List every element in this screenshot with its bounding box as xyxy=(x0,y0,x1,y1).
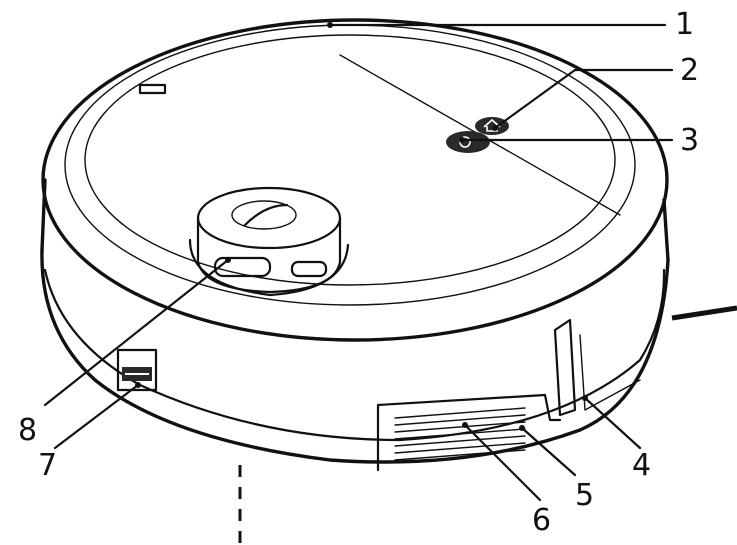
side-brush xyxy=(671,305,737,321)
leader-4 xyxy=(583,396,642,450)
dustbin-door xyxy=(376,393,562,472)
control-buttons xyxy=(446,117,509,153)
turret-logo-ring xyxy=(231,200,297,230)
leader-8-dot xyxy=(225,257,231,263)
callout-1: 1 xyxy=(675,7,694,42)
bumper-sensor xyxy=(553,318,641,417)
top-rim-outer xyxy=(41,18,669,342)
turret-top xyxy=(196,186,342,250)
sensor-housing xyxy=(553,318,577,417)
leader-1-dot xyxy=(327,22,333,28)
leader-lines xyxy=(43,22,674,502)
leader-8 xyxy=(43,258,230,407)
leader-6 xyxy=(463,423,542,502)
turret-body xyxy=(196,216,342,294)
leader-5 xyxy=(520,426,577,477)
callout-8: 8 xyxy=(18,413,37,448)
dustbin-grille xyxy=(394,407,526,461)
callout-2: 2 xyxy=(680,53,699,88)
callout-7: 7 xyxy=(38,448,57,483)
side-port xyxy=(116,348,158,392)
port-housing xyxy=(116,348,158,392)
turret-logo xyxy=(243,203,289,227)
callout-4: 4 xyxy=(632,448,651,483)
leader-6-dot xyxy=(462,422,468,428)
top-cover xyxy=(84,34,616,286)
side-outline-right xyxy=(662,198,670,262)
turret-window-1 xyxy=(213,256,272,278)
leader-5-dot xyxy=(519,425,525,431)
turret-window-2 xyxy=(290,260,328,278)
leader-2-dot xyxy=(492,125,498,131)
callout-6: 6 xyxy=(532,503,551,538)
sensor-line xyxy=(579,334,641,411)
leader-3-dot xyxy=(459,137,465,143)
rim-notch xyxy=(138,83,167,95)
callout-5: 5 xyxy=(575,478,594,513)
laser-turret xyxy=(188,186,350,297)
dustbin xyxy=(376,393,562,472)
home-button xyxy=(475,117,509,135)
bumper-band xyxy=(43,268,666,442)
robot-vacuum xyxy=(40,18,737,545)
leader-2 xyxy=(493,68,577,130)
callout-3: 3 xyxy=(680,123,699,158)
top-rim-inner xyxy=(64,24,636,306)
callout-labels: 1 2 3 4 5 6 7 8 xyxy=(18,7,699,538)
power-button xyxy=(446,131,490,153)
leader-4-dot xyxy=(582,395,588,401)
leader-7 xyxy=(53,383,140,450)
leader-7-dot xyxy=(135,382,141,388)
lower-body xyxy=(40,248,670,464)
